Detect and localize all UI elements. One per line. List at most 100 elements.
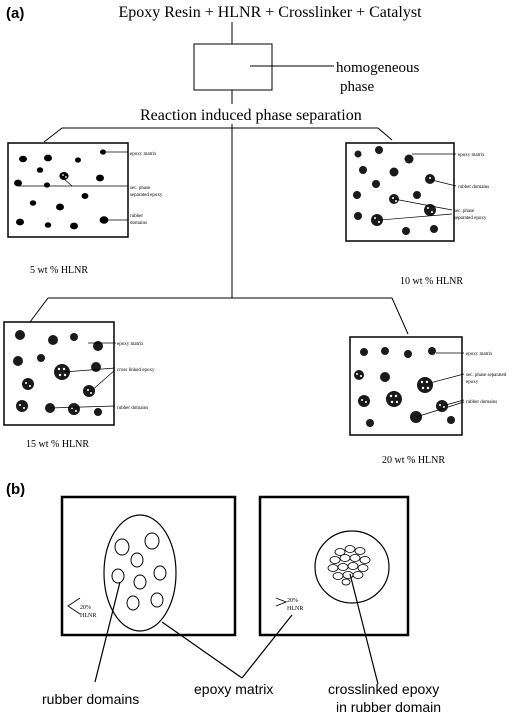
rubber-domain-outline: [103, 514, 177, 632]
crosslinked-particle: [354, 547, 366, 555]
label-sec-phase: sec. phase: [130, 186, 151, 191]
rubber-domain: [13, 356, 23, 366]
phase-label: phase: [340, 79, 374, 95]
sample-20wt-box: [349, 336, 463, 436]
occluded-epoxy: [23, 407, 25, 409]
occluded-epoxy: [62, 174, 64, 176]
crosslinked-particle: [342, 571, 354, 579]
crosslinked-particle: [329, 556, 341, 564]
rubber-domain: [386, 391, 402, 407]
occluded-epoxy: [378, 221, 380, 223]
leader-line: [441, 399, 465, 407]
label-rubber-domains: rubber domains: [42, 691, 139, 707]
tag-20-percent: 20%: [287, 598, 298, 604]
rubber-domain: [22, 378, 34, 390]
occluded-epoxy: [25, 382, 27, 384]
rubber-domain: [375, 146, 383, 154]
rubber-domain: [371, 214, 383, 226]
rubber-domain: [44, 182, 50, 188]
schematic-right-box: [258, 495, 410, 637]
occluded-epoxy: [133, 574, 147, 590]
occluded-epoxy: [374, 217, 376, 219]
occluded-epoxy: [361, 399, 363, 401]
rubber-domain: [413, 191, 421, 199]
caption-15wt: 15 wt % HLNR: [26, 439, 89, 450]
label-crosslinked-epoxy: crosslinked epoxy: [328, 681, 439, 697]
rubber-domain: [44, 222, 52, 228]
occluded-epoxy: [429, 177, 431, 179]
rubber-domain: [404, 154, 414, 164]
leader-line: [379, 213, 453, 221]
rubber-domain: [404, 350, 412, 358]
rubber-domain: [29, 200, 37, 206]
schematic-left: 20% HLNR: [60, 495, 237, 637]
occluded-epoxy: [57, 367, 61, 371]
label-sec-phase: sec. phase: [454, 209, 475, 214]
rubber-domain: [70, 333, 78, 341]
occluded-epoxy: [19, 404, 21, 406]
crosslinked-particle: [349, 554, 361, 562]
occluded-epoxy: [421, 386, 425, 390]
rubber-domain: [430, 225, 438, 233]
rubber-domain: [48, 335, 58, 345]
rubber-domain: [417, 377, 433, 393]
label-epoxy-matrix: epoxy matrix: [458, 153, 485, 158]
rubber-domain: [402, 227, 410, 235]
crosslinked-particle: [334, 548, 346, 556]
rubber-domain: [428, 347, 436, 355]
rubber-domain: [447, 416, 455, 424]
sample-10wt-box: [345, 142, 455, 242]
occluded-epoxy: [389, 394, 393, 398]
sample-20wt: epoxy matrix sec. phase separated epoxy …: [349, 336, 507, 466]
rubber-domain: [19, 155, 27, 163]
occluded-epoxy: [29, 385, 31, 387]
sample-15wt: epoxy matrix cross linked epoxy rubber d…: [3, 321, 155, 450]
rubber-domain: [68, 403, 80, 415]
label-epoxy-matrix: epoxy matrix: [117, 342, 144, 347]
label-rubber-domains: rubber domains: [458, 185, 489, 190]
crosslinked-particle: [339, 554, 351, 562]
label-epoxy-matrix: epoxy matrix: [466, 352, 493, 357]
occluded-epoxy: [390, 400, 394, 404]
occluded-epoxy: [392, 197, 394, 199]
rubber-domain: [37, 354, 45, 362]
leader-line: [49, 405, 116, 409]
rubber-domain: [353, 191, 361, 199]
rubber-domain: [389, 167, 399, 177]
rubber-domain: [100, 149, 106, 155]
crosslinked-pointer: [349, 573, 379, 685]
label-sec-phase-separated: sec. phase separated: [466, 373, 507, 378]
crosslinked-particle: [357, 564, 369, 572]
panel-a-label: (a): [6, 5, 24, 22]
leader-line: [431, 179, 457, 187]
rubber-domain: [44, 154, 52, 162]
rubber-domain: [56, 203, 64, 211]
branch-bottom-right: [391, 297, 409, 335]
occluded-epoxy: [427, 207, 429, 209]
occluded-epoxy: [114, 538, 130, 556]
rubber-domain: [54, 364, 70, 380]
sample-10wt: epoxy matrix rubber domains sec. phase s…: [345, 142, 489, 287]
caption-5wt: 5 wt % HLNR: [30, 265, 88, 276]
occluded-epoxy: [426, 386, 430, 390]
branch-bottom-left: [29, 297, 49, 323]
tag-bracket: [275, 597, 288, 607]
label-epoxy-matrix: epoxy matrix: [194, 681, 273, 697]
crosslinked-particle: [347, 562, 359, 570]
rubber-domain: [70, 222, 78, 230]
occluded-epoxy: [153, 565, 167, 581]
rubber-domain: [16, 400, 28, 412]
rubber-domain: [354, 150, 362, 158]
label-domains: domains: [130, 221, 147, 226]
leader-line: [425, 373, 465, 385]
occluded-epoxy: [365, 401, 367, 403]
rubber-domain: [354, 370, 364, 380]
schematic-right: 20% HLNR: [258, 495, 410, 637]
crosslinked-particle: [327, 564, 339, 572]
sample-5wt: epoxy matrix sec. phase separated epoxy …: [7, 142, 163, 276]
label-separated-epoxy: separated epoxy: [454, 216, 487, 221]
rubber-domain: [372, 180, 380, 188]
occluded-epoxy: [126, 595, 140, 611]
crosslinked-particle: [352, 571, 364, 579]
